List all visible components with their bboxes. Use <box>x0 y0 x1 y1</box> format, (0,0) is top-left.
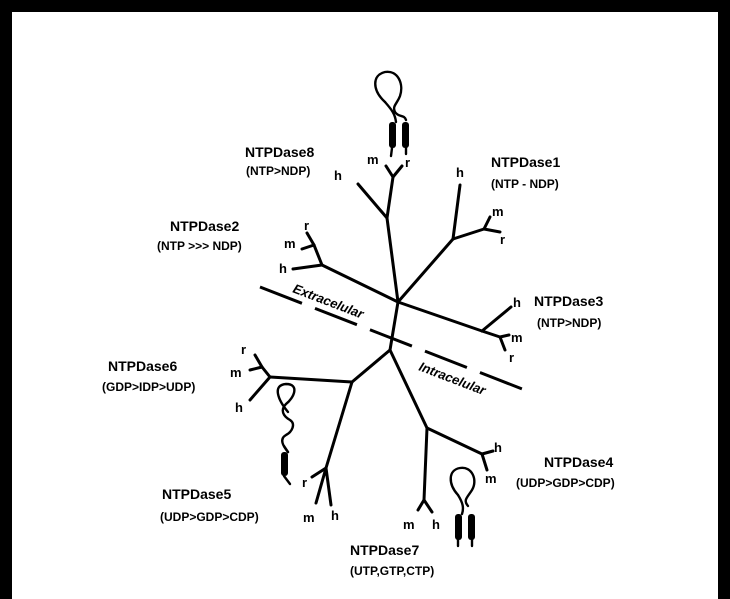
species-h: h <box>494 440 502 455</box>
species-h: h <box>279 261 287 276</box>
species-m: m <box>403 517 415 532</box>
ntpdase6-specificity: (GDP>IDP>UDP) <box>102 380 195 394</box>
species-h: h <box>513 295 521 310</box>
membrane-protein-icon <box>374 70 409 158</box>
ntpdase2-name: NTPDase2 <box>170 218 239 234</box>
species-m: m <box>485 471 497 486</box>
ntpdase3-specificity: (NTP>NDP) <box>537 316 601 330</box>
extracellular-label: Extracelular <box>291 281 367 322</box>
species-m: m <box>492 204 504 219</box>
ntpdase3-name: NTPDase3 <box>534 293 603 309</box>
ntpdase2-specificity: (NTP >>> NDP) <box>157 239 242 253</box>
species-h: h <box>235 400 243 415</box>
ntpdase5-specificity: (UDP>GDP>CDP) <box>160 510 259 524</box>
tree-branches <box>248 164 513 514</box>
ntpdase6-name: NTPDase6 <box>108 358 177 374</box>
species-h: h <box>456 165 464 180</box>
species-m: m <box>284 236 296 251</box>
species-labels: h m r h m r r m h h m r r m h r m h h m <box>230 152 523 532</box>
species-r: r <box>304 218 309 233</box>
left-border <box>0 0 12 599</box>
ntpdase8-name: NTPDase8 <box>245 144 314 160</box>
species-m: m <box>367 152 379 167</box>
species-r: r <box>509 350 514 365</box>
intracellular-label: Intracelular <box>417 359 489 398</box>
species-h: h <box>334 168 342 183</box>
ntpdase4-name: NTPDase4 <box>544 454 613 470</box>
ntpdase1-name: NTPDase1 <box>491 154 560 170</box>
membrane-protein-icon <box>276 382 296 486</box>
species-m: m <box>303 510 315 525</box>
ntpdase7-name: NTPDase7 <box>350 542 419 558</box>
species-h: h <box>432 517 440 532</box>
ntpdase1-specificity: (NTP - NDP) <box>491 177 559 191</box>
ntpdase8-specificity: (NTP>NDP) <box>246 164 310 178</box>
top-border <box>0 0 730 12</box>
species-r: r <box>302 475 307 490</box>
ntpdase4-specificity: (UDP>GDP>CDP) <box>516 476 615 490</box>
ntpdase7-specificity: (UTP,GTP,CTP) <box>350 564 434 578</box>
ntpdase5-name: NTPDase5 <box>162 486 231 502</box>
species-h: h <box>331 508 339 523</box>
species-r: r <box>405 155 410 170</box>
species-r: r <box>241 342 246 357</box>
enzyme-labels: NTPDase8 (NTP>NDP) NTPDase1 (NTP - NDP) … <box>102 144 615 578</box>
right-border <box>718 0 730 599</box>
membrane-line <box>259 285 531 394</box>
species-m: m <box>230 365 242 380</box>
membrane-protein-icon <box>449 466 476 548</box>
species-m: m <box>511 330 523 345</box>
species-r: r <box>500 232 505 247</box>
